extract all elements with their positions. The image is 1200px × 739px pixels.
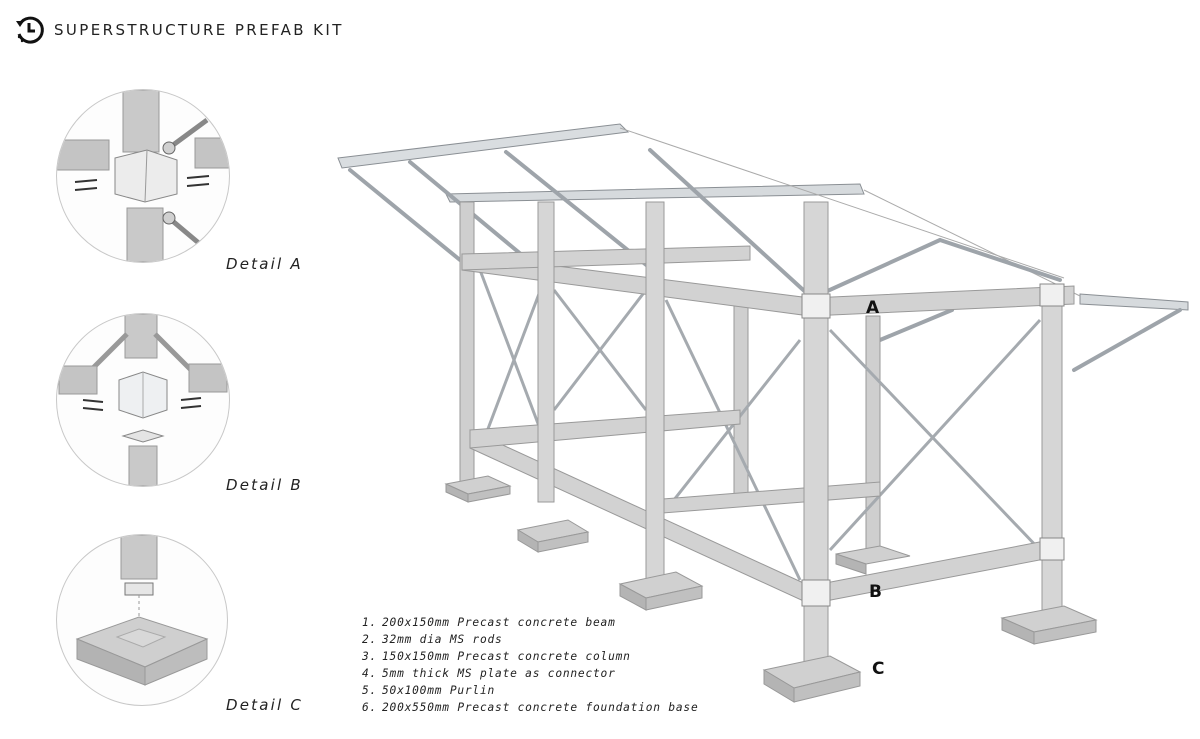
bottom-beam-front xyxy=(809,539,1051,605)
column-front-2 xyxy=(645,201,665,587)
legend-item: 4.5mm thick MS plate as connector xyxy=(362,667,616,680)
bottom-beam-long xyxy=(469,429,811,605)
beam-left xyxy=(58,365,98,395)
top-beam-rear xyxy=(461,245,751,271)
foundation-bases xyxy=(444,475,1098,703)
column xyxy=(120,535,158,580)
column-top xyxy=(124,314,158,359)
roof-rail-back xyxy=(445,183,865,203)
roof-rail-right xyxy=(1079,293,1189,311)
beam-right xyxy=(188,363,228,393)
top-beam-front xyxy=(809,285,1075,317)
column-bottom xyxy=(128,445,158,486)
column-bottom xyxy=(126,207,164,262)
bottom-beam-rear xyxy=(469,409,741,449)
column-front-1 xyxy=(537,201,555,503)
legend-item: 1.200x150mm Precast concrete beam xyxy=(362,616,616,629)
detail-c-label: Detail C xyxy=(226,696,304,714)
header: SUPERSTRUCTURE PREFAB KIT xyxy=(14,14,344,46)
column-rear-3 xyxy=(865,315,881,553)
frame-illustration xyxy=(337,123,1189,703)
page-title: SUPERSTRUCTURE PREFAB KIT xyxy=(54,21,344,39)
marker-c: C xyxy=(872,659,885,679)
detail-a-circle xyxy=(56,89,230,263)
beam-left xyxy=(57,139,110,171)
legend-item: 6.200x550mm Precast concrete foundation … xyxy=(362,701,699,714)
legend-item: 2.32mm dia MS rods xyxy=(362,633,503,646)
base-plate xyxy=(124,582,154,596)
column-front-4 xyxy=(1041,289,1063,611)
beam-right xyxy=(194,137,229,169)
column-top xyxy=(122,90,160,153)
marker-b: B xyxy=(869,582,882,602)
roof-rail-front xyxy=(337,123,630,169)
legend-list: 1.200x150mm Precast concrete beam 2.32mm… xyxy=(362,614,699,716)
detail-c-circle xyxy=(56,534,228,706)
clock-rewind-icon xyxy=(16,16,44,44)
detail-a-label: Detail A xyxy=(226,255,303,273)
detail-b-circle xyxy=(56,313,230,487)
legend-item: 3.150x150mm Precast concrete column xyxy=(362,650,631,663)
legend-item: 5.50x100mm Purlin xyxy=(362,684,496,697)
detail-b-label: Detail B xyxy=(226,476,303,494)
marker-a: A xyxy=(866,298,880,318)
